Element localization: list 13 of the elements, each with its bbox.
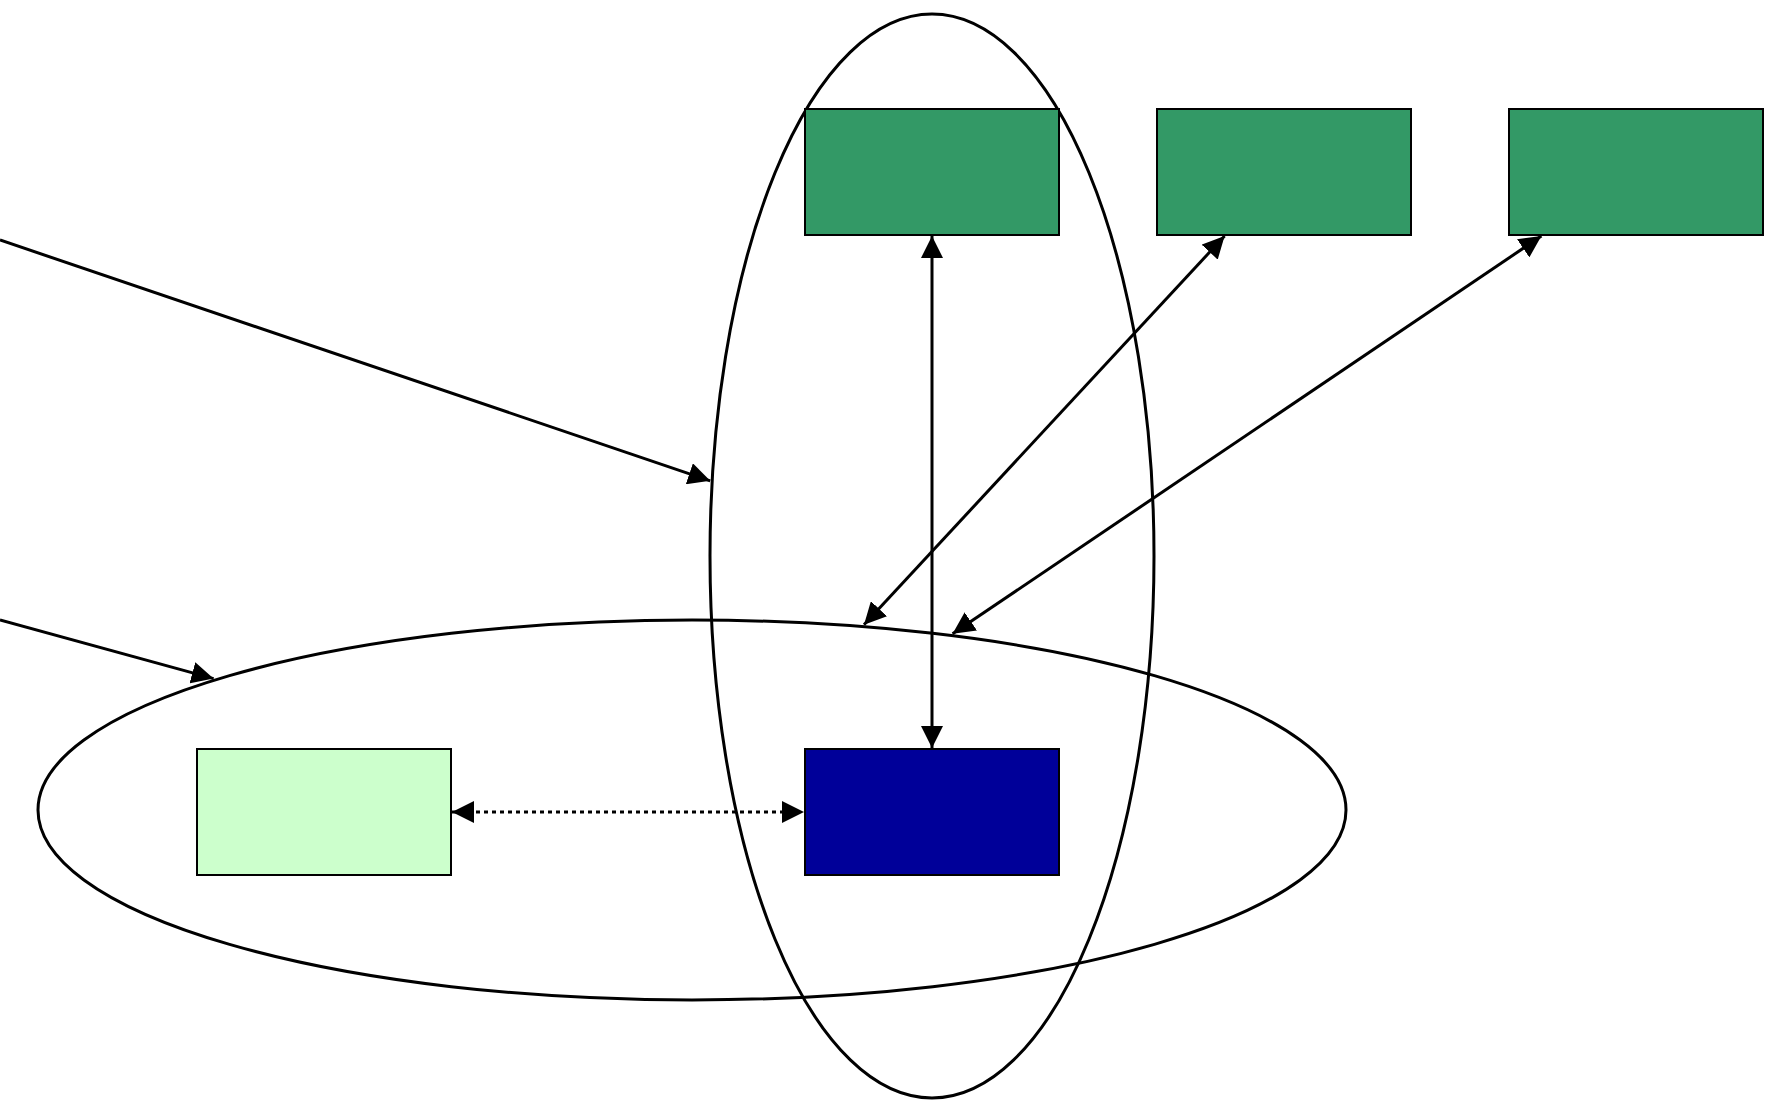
filled-rectangle xyxy=(1156,108,1412,236)
filled-rectangle xyxy=(804,748,1060,876)
arrow xyxy=(452,801,804,823)
filled-rectangle xyxy=(1508,108,1764,236)
filled-rectangle xyxy=(196,748,452,876)
arrow xyxy=(0,238,711,485)
oval-outline xyxy=(708,12,1156,1100)
arrow xyxy=(951,234,1543,636)
oval-outline xyxy=(36,618,1348,1002)
arrow xyxy=(862,234,1226,626)
arrow xyxy=(0,618,214,684)
arrow xyxy=(921,236,943,748)
filled-rectangle xyxy=(804,108,1060,236)
